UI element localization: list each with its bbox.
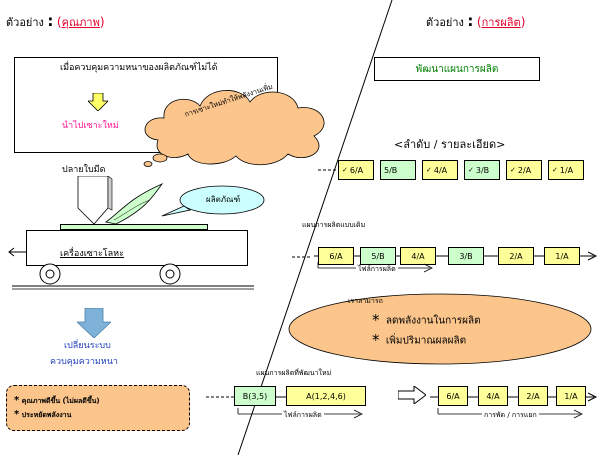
result-box-2: 4/A — [478, 386, 508, 406]
order-box-label: 5/B — [384, 165, 398, 175]
result-box-label: 1/A — [564, 391, 578, 401]
order-box-2: 5/B — [380, 160, 416, 180]
benefit-item-1: * ลดพลังงานในการผลิต — [372, 311, 481, 329]
right-example-label: ตัวอย่าง — [426, 16, 464, 29]
order-row-dash — [318, 169, 336, 171]
right-topic: การผลิต — [481, 16, 521, 29]
original-box-5: 2/A — [498, 247, 534, 265]
check-icon: ✓ — [342, 166, 348, 174]
hollow-right-arrow-icon — [398, 386, 426, 404]
result-box-3: 2/A — [518, 386, 548, 406]
improved-plan-label: แผนการผลิตที่พัฒนาใหม่ — [256, 369, 332, 377]
result-box-1: 6/A — [438, 386, 468, 406]
original-box-label: 4/A — [411, 251, 425, 261]
improved-b-box: B(3,5) — [234, 386, 276, 406]
original-box-label: 6/A — [329, 251, 343, 261]
machine-body — [26, 230, 248, 266]
original-plan-label: แผนการผลิตแบบเดิม — [302, 221, 366, 229]
left-arrow-icon — [8, 247, 26, 257]
result-item-2: * ประหยัดพลังงาน — [14, 409, 72, 420]
left-colon: : — [47, 12, 54, 30]
left-example-heading: ตัวอย่าง : (คุณภาพ) — [6, 12, 105, 30]
original-box-3: 4/A — [400, 247, 436, 265]
down-arrow-yellow-icon — [88, 93, 108, 111]
order-box-label: 3/B — [475, 165, 490, 175]
plan-title-box: พัฒนาแผนการผลิต — [374, 57, 540, 81]
plan-title: พัฒนาแผนการผลิต — [415, 63, 499, 75]
result-box-label: 4/A — [486, 391, 500, 401]
thickness-control-label: ควบคุมความหนา — [50, 357, 118, 367]
order-box-3: ✓4/A — [422, 160, 458, 180]
order-box-6: ✓1/A — [548, 160, 584, 180]
flow-label-1: ไฟล์การผลิต — [356, 265, 398, 273]
machine-label: เครื่องเซาะโลหะ — [60, 249, 124, 259]
original-box-label: 3/B — [459, 251, 473, 261]
results-box — [6, 385, 190, 431]
change-system-label: เปลี่ยนระบบ — [64, 341, 111, 351]
machine-wheels — [12, 263, 254, 290]
left-topic: คุณภาพ — [61, 16, 100, 29]
original-box-1: 6/A — [318, 247, 354, 265]
benefit-ellipse — [288, 293, 592, 365]
check-icon: ✓ — [468, 166, 474, 174]
problem-text: เมื่อควบคุมความหนาของผลิตภัณฑ์ไม่ได้ — [60, 63, 218, 73]
original-box-label: 5/B — [371, 251, 385, 261]
product-bubble-icon — [161, 185, 265, 217]
check-icon: ✓ — [510, 166, 516, 174]
we-can-label: เราสามารถ — [348, 297, 383, 305]
order-box-5: ✓2/A — [506, 160, 542, 180]
blade-icon — [77, 176, 113, 225]
original-row-dash — [292, 256, 312, 258]
down-arrow-blue-icon — [77, 308, 111, 338]
order-box-label: 1/A — [559, 165, 574, 175]
original-box-label: 1/A — [555, 251, 569, 261]
workpiece — [60, 224, 208, 230]
order-box-label: 2/A — [517, 165, 532, 175]
result-box-label: 2/A — [526, 391, 540, 401]
original-box-2: 5/B — [360, 247, 396, 265]
result-note: การพัด / การแยก — [482, 411, 539, 419]
benefit-item-2: * เพิ่มปริมาณผลผลิต — [372, 331, 467, 349]
left-example-label: ตัวอย่าง — [6, 16, 44, 29]
original-box-6: 1/A — [544, 247, 580, 265]
improved-row-dash — [206, 396, 232, 398]
result-box-4: 1/A — [556, 386, 586, 406]
improved-a-box: A(1,2,4,6) — [286, 386, 366, 406]
result-box-label: 6/A — [446, 391, 460, 401]
original-box-4: 3/B — [448, 247, 484, 265]
metal-chip-icon — [105, 183, 164, 225]
redrill-text: นำไปเซาะใหม่ — [62, 121, 119, 131]
flow-label-2: ไฟล์การผลิต — [282, 411, 324, 419]
right-colon: : — [467, 12, 474, 30]
result-item-1: * คุณภาพดีขึ้น (ไม่ผลดีขึ้น) — [14, 395, 100, 406]
check-icon: ✓ — [426, 166, 432, 174]
product-label: ผลิตภัณฑ์ — [206, 195, 241, 204]
original-box-label: 2/A — [509, 251, 523, 261]
right-example-heading: ตัวอย่าง : (การผลิต) — [426, 12, 526, 30]
blade-tip-label: ปลายใบมีด — [62, 165, 106, 175]
check-icon: ✓ — [552, 166, 558, 174]
order-box-label: 4/A — [433, 165, 448, 175]
order-box-4: ✓3/B — [464, 160, 500, 180]
order-header: <ลำดับ / รายละเอียด> — [394, 138, 506, 151]
order-box-1: ✓6/A — [338, 160, 374, 180]
energy-cloud-icon — [143, 90, 325, 167]
order-box-label: 6/A — [349, 165, 364, 175]
